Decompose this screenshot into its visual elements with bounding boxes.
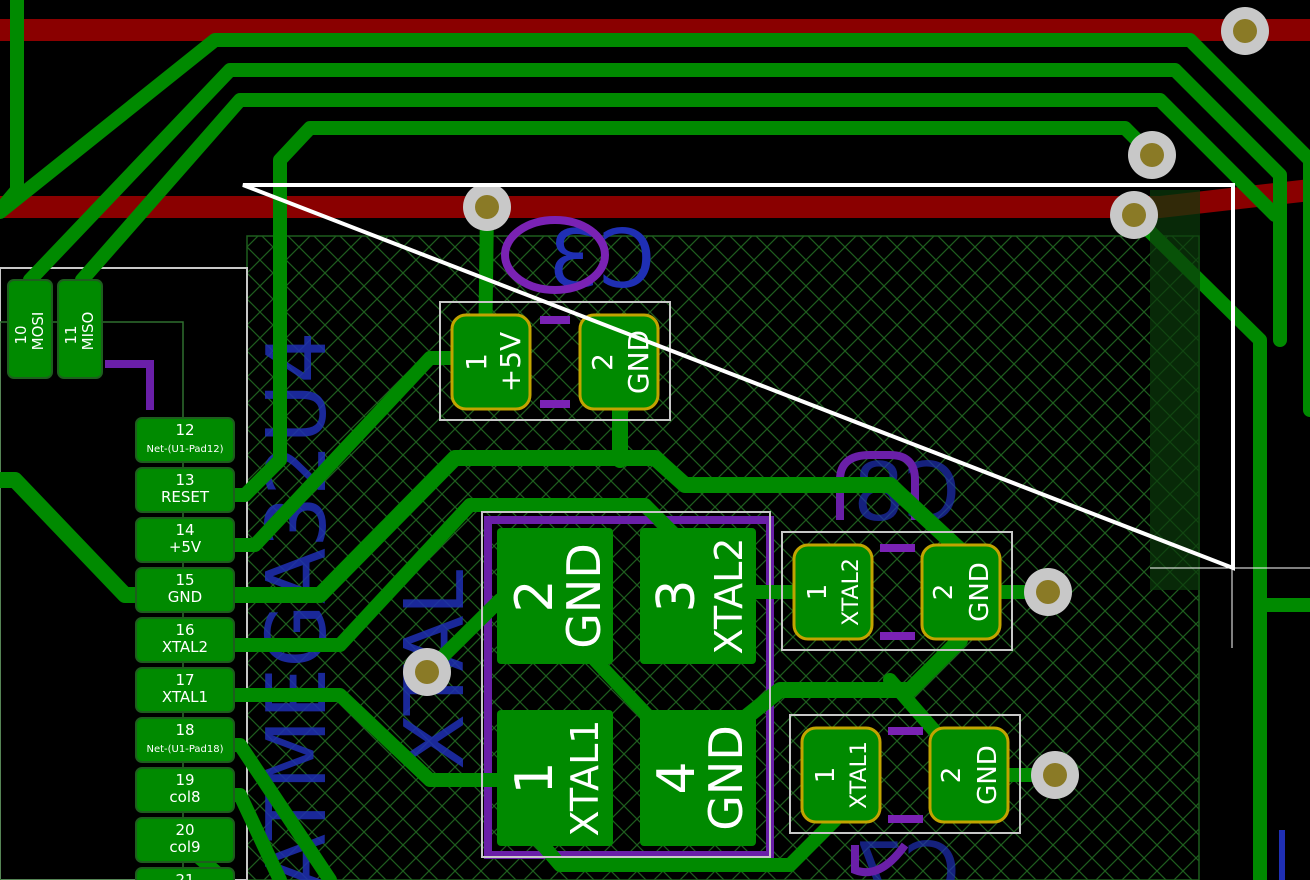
c3-courtyard <box>439 301 671 421</box>
via[interactable] <box>463 183 511 231</box>
c3-pad1-net: +5V <box>494 332 527 392</box>
pin-number: 18 <box>175 721 194 739</box>
pin-net: MOSI <box>29 312 47 351</box>
silkscreen-layer: ATMEGA32U4 XTAL C3 C8 C7 <box>105 213 960 880</box>
track-miso[interactable] <box>75 93 1282 287</box>
header-pin-21[interactable]: 21 <box>135 867 235 880</box>
via[interactable] <box>1221 7 1269 55</box>
header-pin-14[interactable]: 14+5V <box>135 517 235 563</box>
crystal-pad3-net: XTAL2 <box>707 538 751 655</box>
track-xtal2[interactable] <box>178 498 687 652</box>
c7-courtyard <box>789 714 1021 834</box>
c3-pad1-number: 1 <box>460 353 493 371</box>
selection-triangle[interactable] <box>242 183 1235 571</box>
via[interactable] <box>1031 751 1079 799</box>
crystal-pad-3[interactable] <box>640 528 756 664</box>
pin-net: XTAL2 <box>162 638 208 656</box>
c8-pad1-net: XTAL2 <box>839 558 864 626</box>
c8-pad-1[interactable] <box>792 543 874 641</box>
crystal-pad-1[interactable] <box>497 710 613 846</box>
pin-number: 10 <box>12 325 30 344</box>
pin-net: GND <box>168 588 202 606</box>
track-mosi[interactable] <box>23 63 1287 347</box>
c7-pad-2[interactable] <box>928 726 1010 824</box>
pin-net: MISO <box>79 312 97 351</box>
crystal-pad-4[interactable] <box>640 710 756 846</box>
pin-number: 19 <box>175 771 194 789</box>
pin-number: 16 <box>175 621 194 639</box>
via[interactable] <box>1128 131 1176 179</box>
pin-net: col9 <box>169 838 200 856</box>
crystal-courtyard <box>481 511 771 858</box>
pin-number: 17 <box>175 671 194 689</box>
pin-net: Net-(U1-Pad18) <box>146 744 223 755</box>
via[interactable] <box>1024 568 1072 616</box>
silk-main-label: ATMEGA32U4 <box>250 331 345 880</box>
pin-net: Net-(U1-Pad12) <box>146 444 223 455</box>
crystal-pad1-number: 1 <box>505 761 565 794</box>
header-pin-10[interactable]: 10 MOSI <box>7 279 53 379</box>
c3-pad2-number: 2 <box>586 353 619 371</box>
crystal-pad2-number: 2 <box>505 579 565 612</box>
c7-pad1-number: 1 <box>811 767 841 784</box>
vias <box>403 7 1269 799</box>
header-courtyard <box>0 267 248 880</box>
pin-number: 13 <box>175 471 194 489</box>
crystal-pad1-net: XTAL1 <box>563 720 607 837</box>
pin-number: 15 <box>175 571 194 589</box>
c8-courtyard <box>781 531 1013 651</box>
pin-number: 14 <box>175 521 194 539</box>
c7-pad2-number: 2 <box>937 767 967 784</box>
c8-pad2-net: GND <box>965 562 995 622</box>
track-xtal1[interactable] <box>178 688 527 787</box>
copper-zone-fill[interactable] <box>1150 190 1200 590</box>
pin-net: XTAL1 <box>162 688 208 706</box>
track-reset[interactable] <box>178 121 1159 502</box>
capacitor-c7[interactable]: 1 XTAL1 2 GND <box>789 714 1021 834</box>
c8-pad2-number: 2 <box>929 584 959 601</box>
c7-pad1-net: XTAL1 <box>847 741 872 809</box>
via[interactable] <box>403 648 451 696</box>
track-top-2[interactable] <box>0 33 1310 417</box>
pin-number: 20 <box>175 821 194 839</box>
c8-pad1-number: 1 <box>803 584 833 601</box>
pin-number: 11 <box>62 325 80 344</box>
header-pin-11[interactable]: 11 MISO <box>57 279 103 379</box>
crystal-pad2-net: GND <box>557 543 611 648</box>
via[interactable] <box>1110 191 1158 239</box>
c7-pad-1[interactable] <box>800 726 882 824</box>
capacitor-c8[interactable]: 1 XTAL2 2 GND <box>781 531 1013 651</box>
c8-pad-2[interactable] <box>920 543 1002 641</box>
silk-c3-outline <box>501 216 609 294</box>
crystal-pad-2[interactable] <box>497 528 613 664</box>
pin-net: RESET <box>161 488 210 506</box>
pin-number: 12 <box>175 421 194 439</box>
pin-net: col8 <box>169 788 200 806</box>
c7-pad2-net: GND <box>973 745 1003 805</box>
crystal-pad4-net: GND <box>699 725 753 830</box>
crosshair-cursor <box>1150 560 1310 648</box>
c3-pad-1[interactable] <box>450 313 532 411</box>
pin-number: 21 <box>175 871 194 880</box>
crystal-pad4-number: 4 <box>647 761 707 794</box>
capacitor-c3[interactable]: 1 +5V 2 GND <box>439 301 671 421</box>
crystal-y1[interactable]: 2 GND 3 XTAL2 1 XTAL1 4 GND <box>481 511 771 858</box>
header-pads: 10 MOSI 11 MISO 12Net-(U1-Pad12)13RESET1… <box>7 279 235 880</box>
crystal-pad3-number: 3 <box>647 579 707 612</box>
pin-net: +5V <box>169 538 202 556</box>
